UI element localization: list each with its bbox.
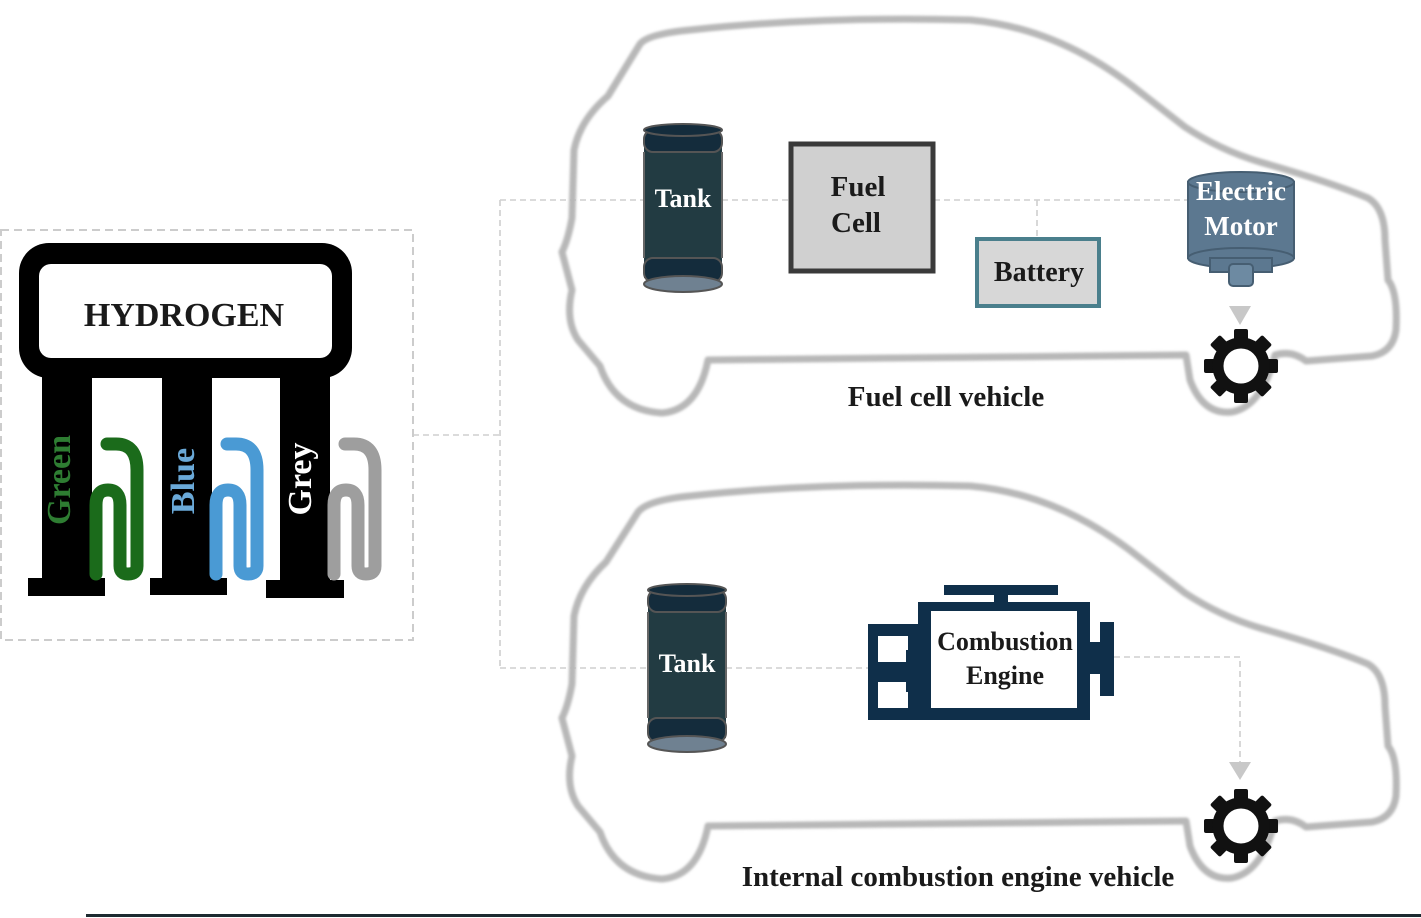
ice-tank-label: Tank (659, 649, 716, 678)
hydrogen-station: HYDROGEN Green Blue Grey (0, 229, 414, 641)
car-outline-ice-icon (558, 481, 1400, 883)
pillar-green (42, 375, 92, 585)
hose-blue-icon (209, 437, 264, 581)
fuel-cell-label-line2: Cell (831, 207, 881, 239)
pillar-green-base (28, 578, 105, 596)
fcv-caption: Fuel cell vehicle (848, 381, 1045, 413)
label-blue-hydrogen: Blue (165, 448, 202, 514)
ice-tank-icon (647, 583, 727, 753)
pillar-grey-base (266, 580, 344, 598)
fuel-cell-box (788, 141, 936, 274)
fuel-cell-label-line1: Fuel (831, 171, 886, 203)
engine-label-line1: Combustion (937, 627, 1073, 656)
car-outline-fcv-icon (558, 15, 1400, 417)
arrow-motor-to-gear (1229, 306, 1251, 325)
hose-grey-icon (327, 437, 382, 581)
pillar-blue-base (150, 578, 227, 595)
engine-label-line2: Engine (966, 661, 1044, 690)
ice-gear-icon (1204, 789, 1278, 863)
ice-vehicle: Tank Combustion Engine (558, 481, 1400, 893)
pillar-grey (280, 375, 330, 585)
pillar-blue (162, 375, 212, 585)
fcv-tank-icon (643, 123, 723, 293)
fuel-cell-vehicle: Tank Fuel Cell Battery Electric Motor (558, 15, 1400, 417)
hose-green-icon (89, 437, 144, 581)
connector-engine-to-gear (1114, 656, 1241, 765)
battery-label: Battery (994, 257, 1084, 288)
combustion-engine-icon (868, 585, 1114, 720)
connector-hydrogen-trunk (413, 200, 501, 668)
ice-caption: Internal combustion engine vehicle (742, 861, 1175, 893)
fcv-gear-icon (1204, 329, 1278, 403)
fcv-tank-label: Tank (655, 184, 712, 213)
motor-label-line2: Motor (1204, 211, 1277, 241)
motor-label-line1: Electric (1196, 176, 1286, 206)
hydrogen-dashed-frame (0, 229, 414, 641)
electric-motor-icon (1187, 171, 1295, 287)
label-grey-hydrogen: Grey (282, 442, 319, 515)
label-green-hydrogen: Green (41, 435, 78, 525)
bottom-divider (86, 914, 1421, 917)
battery-box (975, 237, 1101, 308)
connector-lines (413, 199, 1241, 765)
hydrogen-title: HYDROGEN (84, 297, 285, 334)
arrow-engine-to-gear (1229, 762, 1251, 780)
hydrogen-sign-panel (39, 264, 332, 358)
